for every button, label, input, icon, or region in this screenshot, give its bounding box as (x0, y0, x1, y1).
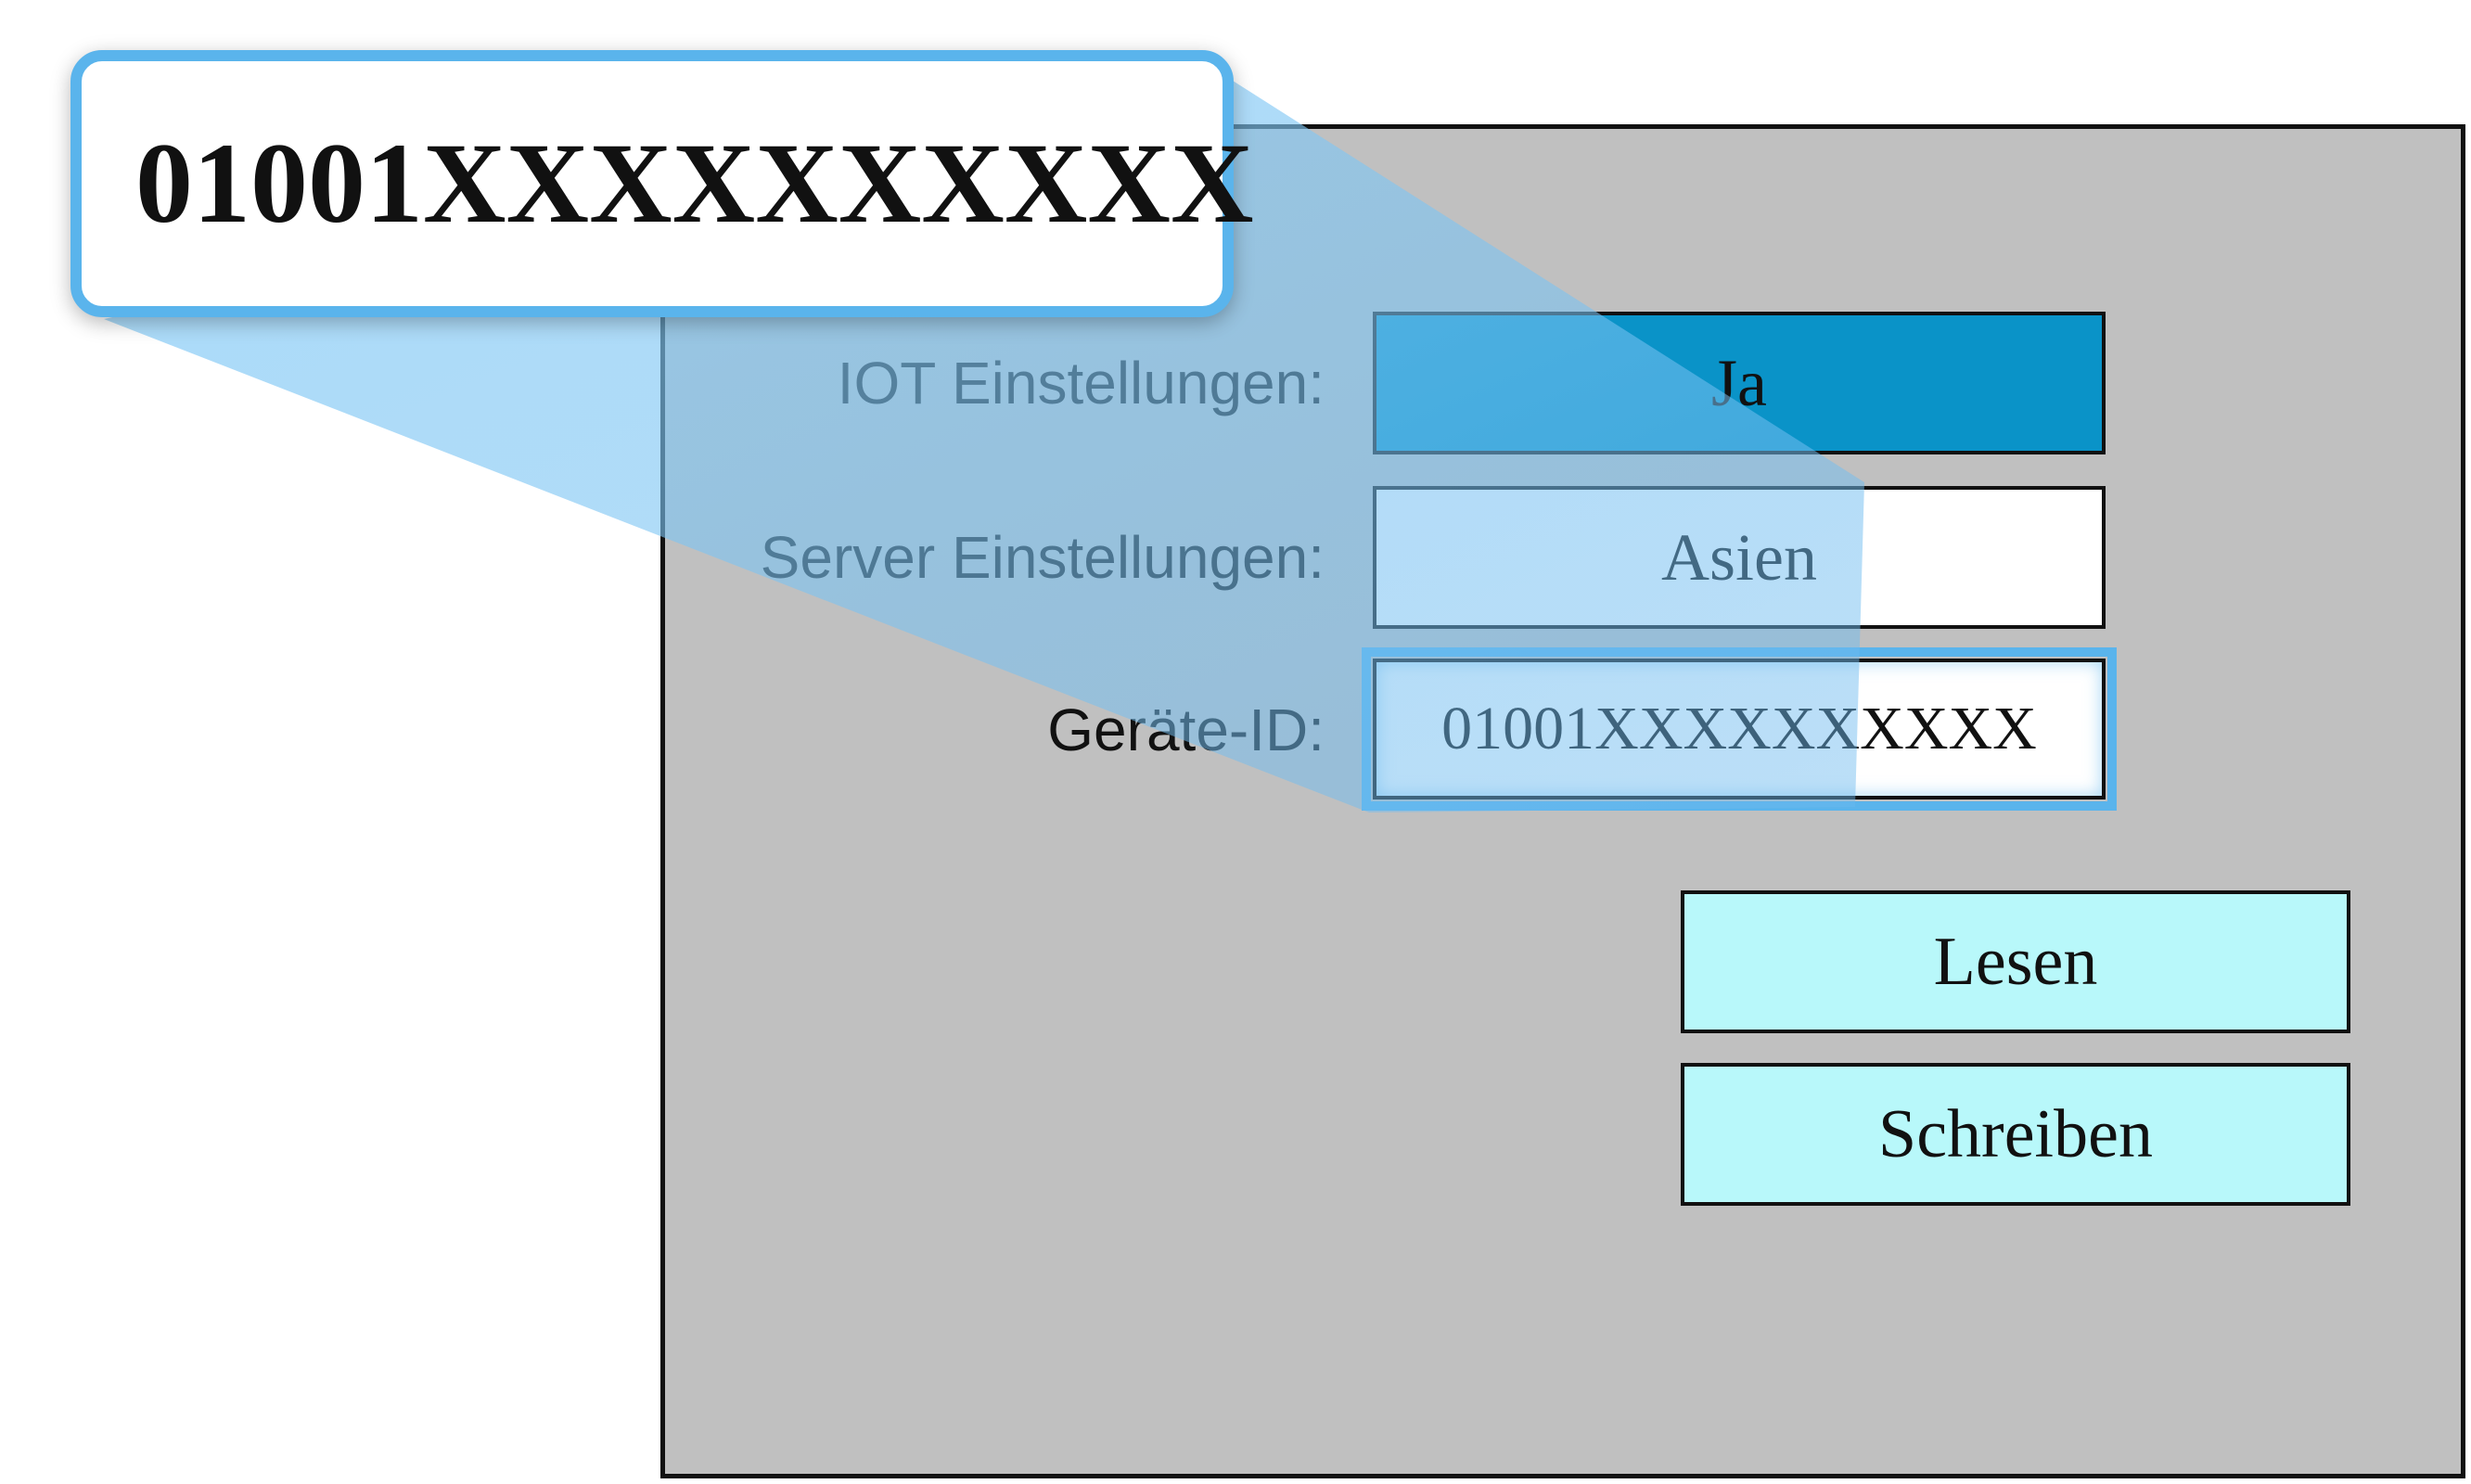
iot-settings-label: IOT Einstellungen: (837, 350, 1325, 416)
zoom-device-id-text: 01001XXXXXXXXXX (135, 120, 1254, 247)
device-id-label: Geräte-ID: (1047, 697, 1325, 763)
zoom-callout: 01001XXXXXXXXXX (70, 50, 1254, 317)
iot-settings-field[interactable]: Ja (1373, 312, 2106, 454)
server-settings-label: Server Einstellungen: (760, 524, 1325, 591)
server-settings-field[interactable]: Asien (1373, 486, 2106, 629)
read-button[interactable]: Lesen (1681, 890, 2350, 1033)
device-id-field[interactable]: 01001XXXXXXXXXX (1362, 647, 2117, 811)
write-button[interactable]: Schreiben (1681, 1063, 2350, 1206)
